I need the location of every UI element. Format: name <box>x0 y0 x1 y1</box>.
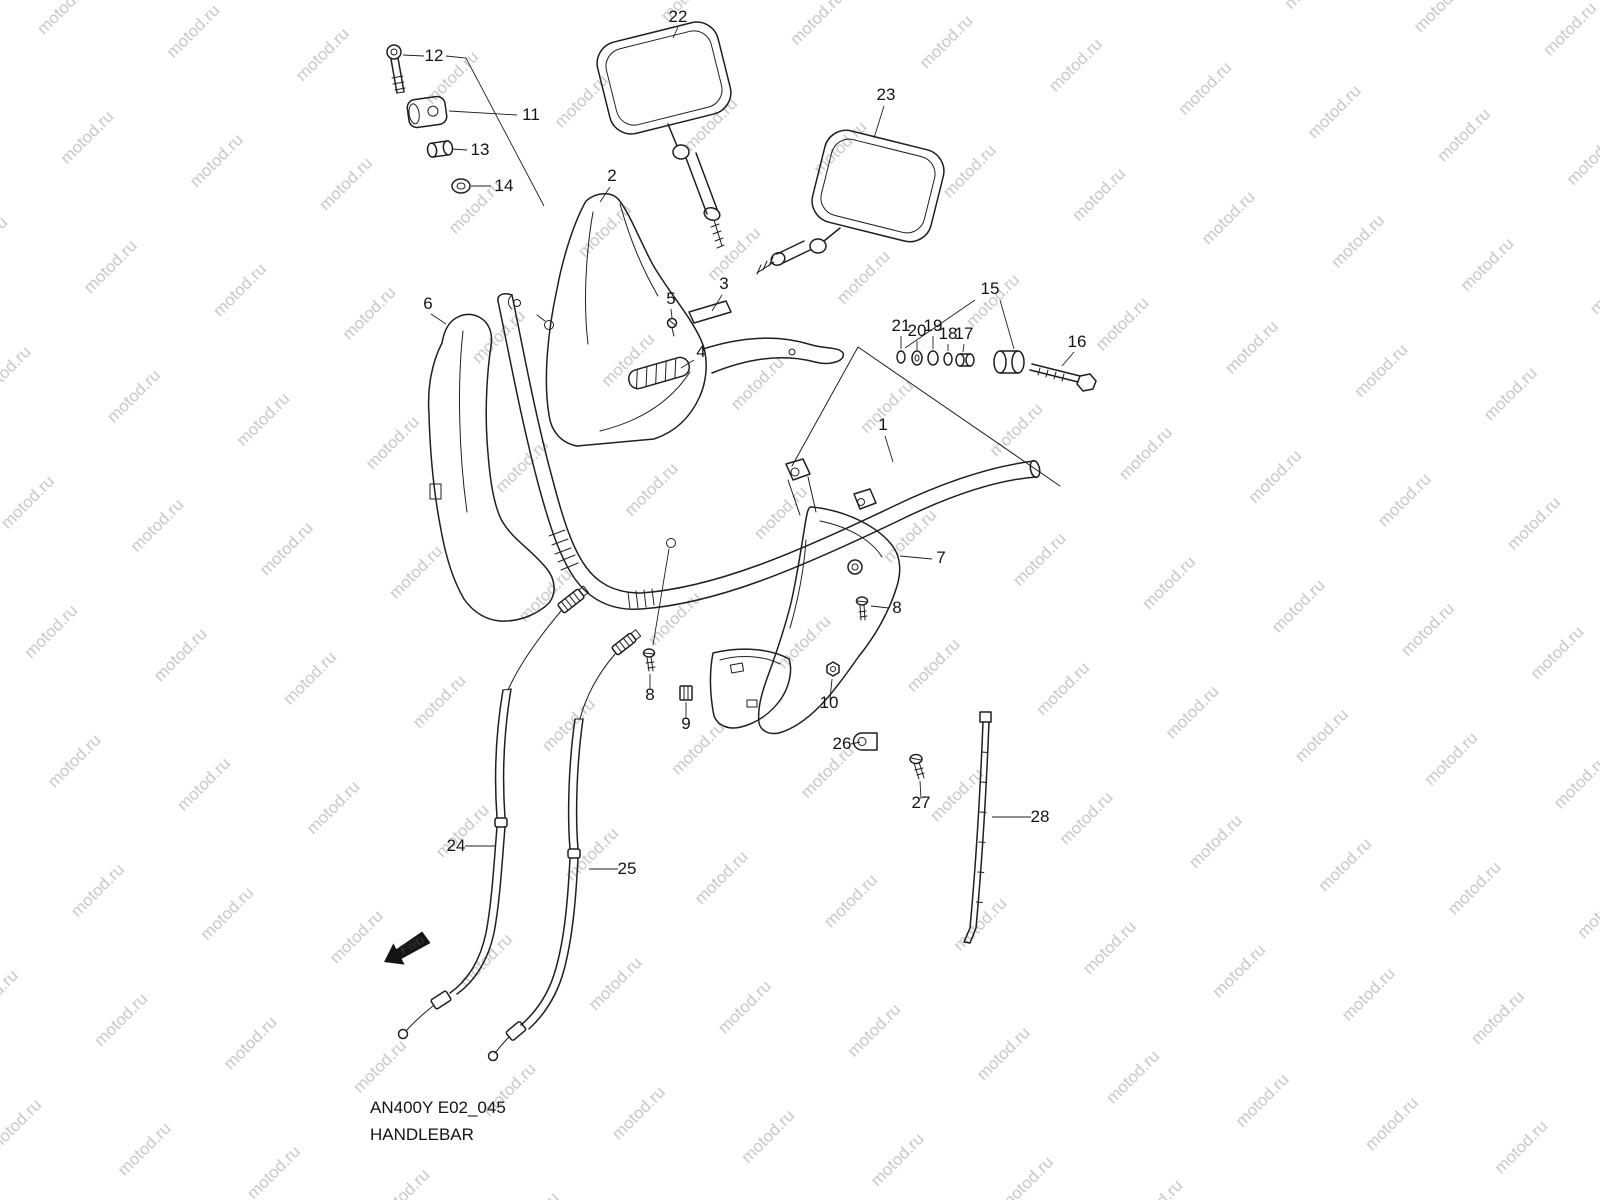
part-label-16: 16 <box>1068 332 1087 351</box>
footer-code: AN400Y E02_045 <box>370 1098 506 1117</box>
plate-3 <box>688 300 732 324</box>
cable-25 <box>487 629 642 1062</box>
part-label-13: 13 <box>471 140 490 159</box>
part-label-8-upper: 8 <box>892 598 901 617</box>
part-label-27: 27 <box>912 793 931 812</box>
mirror-left <box>596 21 732 249</box>
part-label-19: 19 <box>924 316 943 335</box>
part-label-15: 15 <box>981 279 1000 298</box>
screw-27 <box>909 753 925 780</box>
part-label-10: 10 <box>820 693 839 712</box>
screw-8-upper <box>855 596 869 621</box>
part-label-23: 23 <box>877 85 896 104</box>
part-label-2: 2 <box>607 166 616 185</box>
mirror-right <box>756 129 945 275</box>
screw-8-lower <box>642 648 656 672</box>
part-label-3: 3 <box>719 274 728 293</box>
part-label-1: 1 <box>878 415 887 434</box>
part-label-18: 18 <box>939 324 958 343</box>
bolt-16 <box>1029 363 1097 392</box>
screw-5 <box>666 317 678 337</box>
part-label-6: 6 <box>423 294 432 313</box>
part-label-11: 11 <box>522 105 540 124</box>
handlebar-1 <box>497 293 1041 646</box>
part-label-24: 24 <box>447 836 466 855</box>
part-label-26: 26 <box>833 734 852 753</box>
part-label-8-lower: 8 <box>645 685 654 704</box>
part-label-20: 20 <box>908 321 927 340</box>
part-label-22: 22 <box>669 7 688 26</box>
footer: AN400Y E02_045 HANDLEBAR <box>370 1098 506 1144</box>
part-label-5: 5 <box>666 289 675 308</box>
part-label-21: 21 <box>892 316 911 335</box>
cable-tie-28 <box>963 711 992 944</box>
footer-title: HANDLEBAR <box>370 1125 474 1144</box>
part-label-9: 9 <box>681 714 690 733</box>
part-label-25: 25 <box>618 859 637 878</box>
washer-14 <box>451 178 471 194</box>
damper-11 <box>406 95 448 129</box>
clamp-26 <box>852 732 878 751</box>
pad-4 <box>627 356 691 390</box>
rear-cover-7 <box>709 506 901 735</box>
handlebar-cover-2 <box>545 193 845 447</box>
part-label-7: 7 <box>936 548 945 567</box>
front-panel-6 <box>427 295 555 622</box>
cable-24 <box>397 585 589 1040</box>
clip-9 <box>679 685 693 701</box>
bolt-12 <box>386 44 406 94</box>
part-label-28: 28 <box>1031 807 1050 826</box>
bar-end-parts-15-21 <box>896 350 1025 374</box>
part-label-17: 17 <box>955 324 974 343</box>
callout-lines <box>791 346 1061 487</box>
part-label-12: 12 <box>425 46 444 65</box>
part-labels: 22 23 12 11 13 14 2 3 5 4 6 15 21 20 19 … <box>402 7 1087 878</box>
nut-10 <box>826 661 840 677</box>
part-label-4: 4 <box>696 342 705 361</box>
part-label-14: 14 <box>495 176 514 195</box>
